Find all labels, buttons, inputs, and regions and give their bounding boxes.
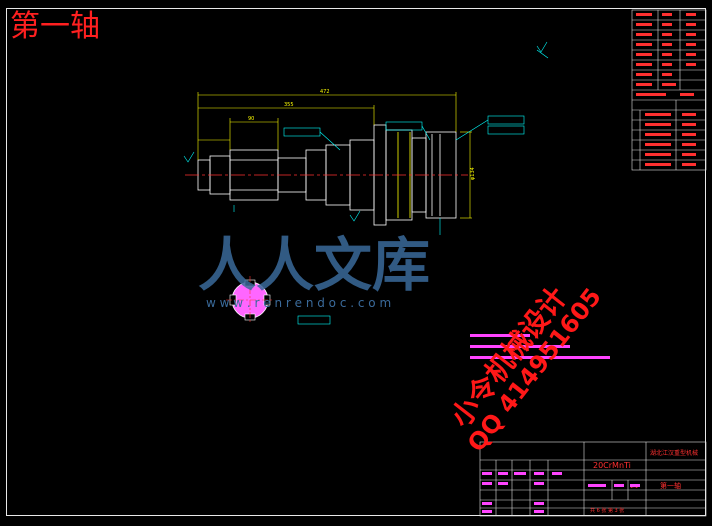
dim-overall-length: 472 (320, 89, 330, 95)
parameter-table (631, 9, 707, 171)
dim-main-length: 355 (284, 102, 294, 108)
watermark-brand: 人人文库 (198, 231, 431, 299)
company-label: 湖北江汉重型机械 (650, 449, 698, 457)
spline-section-view (226, 276, 274, 324)
parameter-table-entries (636, 13, 696, 166)
title-block-entries (482, 472, 640, 513)
sheet-label: 共 6 张 第 3 张 (590, 507, 624, 514)
dim-spline-length: 90 (248, 116, 254, 122)
roughness-marks (183, 41, 548, 222)
title-block (479, 441, 707, 517)
material-label: 20CrMnTi (593, 461, 631, 470)
dimension-lines (197, 92, 472, 219)
technical-notes (470, 332, 620, 376)
part-name-label: 第一轴 (660, 481, 681, 490)
drawing-frame (6, 8, 706, 516)
watermark-site: w w w . r e n r e n d o c . c o m (206, 296, 392, 310)
technical-notes-lines (470, 334, 610, 359)
tolerance-callouts (233, 49, 549, 325)
title-block-text: 20CrMnTi 湖北江汉重型机械 第一轴 1:1 共 6 张 第 3 张 (590, 449, 698, 514)
drawing-title: 第一轴 (10, 9, 100, 44)
dim-diameter-right: φ134 (470, 167, 476, 180)
dimension-values: 472 355 90 φ134 (248, 89, 476, 180)
